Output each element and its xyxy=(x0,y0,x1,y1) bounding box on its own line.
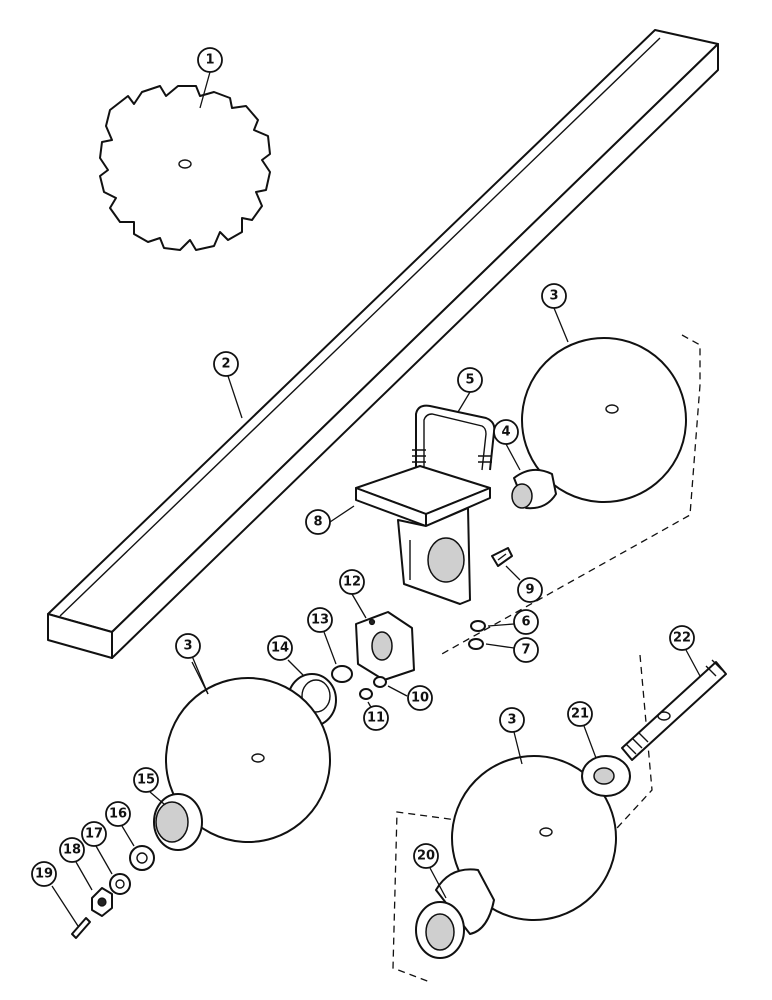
svg-text:4: 4 xyxy=(501,425,510,440)
bearing xyxy=(581,755,631,797)
svg-text:15: 15 xyxy=(137,773,155,788)
svg-text:21: 21 xyxy=(571,707,589,722)
callout-22: 22 xyxy=(669,625,695,651)
callout-3-upper: 3 xyxy=(541,283,567,309)
callout-18: 18 xyxy=(59,837,85,863)
u-bolt xyxy=(412,404,496,471)
callout-20: 20 xyxy=(413,843,439,869)
callout-5: 5 xyxy=(457,367,483,393)
callout-19: 19 xyxy=(31,861,57,887)
callout-6: 6 xyxy=(513,609,539,635)
disc-blade-lower xyxy=(451,755,617,921)
svg-text:5: 5 xyxy=(465,373,474,388)
cotter-pin xyxy=(71,917,91,939)
svg-text:17: 17 xyxy=(85,827,103,842)
disc-blade-upper xyxy=(521,337,687,503)
svg-text:1: 1 xyxy=(205,53,214,68)
callout-12: 12 xyxy=(339,569,365,595)
callout-2: 2 xyxy=(213,351,239,377)
castle-nut xyxy=(91,887,113,917)
svg-text:6: 6 xyxy=(521,615,530,630)
svg-text:12: 12 xyxy=(343,575,361,590)
callout-1: 1 xyxy=(197,47,223,73)
callout-10: 10 xyxy=(407,685,433,711)
callout-9: 9 xyxy=(517,577,543,603)
spool xyxy=(511,468,557,510)
washer-16 xyxy=(129,845,155,871)
callout-14: 14 xyxy=(267,635,293,661)
svg-text:8: 8 xyxy=(313,515,322,530)
callout-7: 7 xyxy=(513,637,539,663)
svg-text:2: 2 xyxy=(221,357,230,372)
disc-blade-left xyxy=(165,677,331,843)
flat-washer xyxy=(470,620,486,632)
svg-text:14: 14 xyxy=(271,641,289,656)
svg-text:11: 11 xyxy=(367,711,385,726)
washer-17 xyxy=(109,873,131,895)
callout-15: 15 xyxy=(133,767,159,793)
svg-text:7: 7 xyxy=(521,643,530,658)
callout-3-left: 3 xyxy=(175,633,201,659)
svg-text:13: 13 xyxy=(311,613,329,628)
callout-17: 17 xyxy=(81,821,107,847)
hex-nut xyxy=(468,638,484,650)
callout-8: 8 xyxy=(305,509,331,535)
carriage-bolt xyxy=(491,547,513,567)
svg-text:3: 3 xyxy=(183,639,192,654)
callout-16: 16 xyxy=(105,801,131,827)
svg-text:22: 22 xyxy=(673,631,691,646)
svg-text:20: 20 xyxy=(417,849,435,864)
lock-washer xyxy=(373,676,387,688)
notched-disc-blade xyxy=(99,85,271,251)
svg-text:18: 18 xyxy=(63,843,81,858)
svg-text:19: 19 xyxy=(35,867,53,882)
svg-text:10: 10 xyxy=(411,691,429,706)
svg-text:9: 9 xyxy=(525,583,534,598)
bearing-hanger-bracket xyxy=(355,465,491,605)
assembly-boundary xyxy=(392,334,701,983)
spool-left xyxy=(153,793,203,851)
svg-text:3: 3 xyxy=(549,289,558,304)
gang-bar xyxy=(47,29,719,659)
callout-3-lower: 3 xyxy=(499,707,525,733)
bearing-flange xyxy=(355,611,415,681)
end-spool xyxy=(415,868,495,959)
callout-13: 13 xyxy=(307,607,333,633)
callout-21: 21 xyxy=(567,701,593,727)
snap-ring xyxy=(331,665,353,683)
svg-text:3: 3 xyxy=(507,713,516,728)
svg-text:16: 16 xyxy=(109,807,127,822)
callout-11: 11 xyxy=(363,705,389,731)
callout-4: 4 xyxy=(493,419,519,445)
gang-shaft xyxy=(621,659,727,761)
hex-nut-small xyxy=(359,688,373,700)
